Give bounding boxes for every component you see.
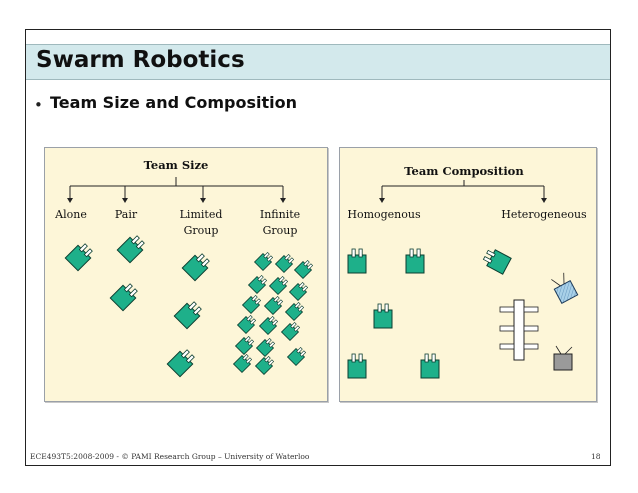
category-alone: Alone <box>55 208 87 221</box>
team-size-heading: Team Size <box>143 158 209 172</box>
robot-icon <box>481 246 512 275</box>
robot-icon <box>294 258 315 279</box>
page-number: 18 <box>591 452 601 461</box>
slide-footer: ECE493T5:2008-2009 - © PAMI Research Gro… <box>30 452 310 461</box>
robot-icon <box>237 313 258 334</box>
bullet-text: Team Size and Composition <box>50 93 298 112</box>
category-limited-line1: Limited <box>179 208 223 221</box>
team-size-arrowheads <box>67 198 286 203</box>
robot-icon <box>181 250 213 282</box>
robot-icon <box>166 346 198 378</box>
robot-icon <box>275 252 296 273</box>
robot-icon <box>116 232 148 264</box>
robot-icon <box>289 280 310 301</box>
category-limited-line2: Group <box>183 224 219 237</box>
team-size-tree-lines <box>69 177 284 200</box>
robot-icon <box>254 250 275 271</box>
team-composition-arrowheads <box>379 198 547 203</box>
team-composition-heading: Team Composition <box>404 164 524 178</box>
robot-icon <box>264 294 285 315</box>
title-bar <box>26 44 610 80</box>
robot-icon <box>248 273 269 294</box>
robot-icon <box>269 274 290 295</box>
category-homogenous: Homogenous <box>347 208 421 221</box>
robot-icon <box>233 352 254 373</box>
robot-icon <box>420 353 440 379</box>
robot-icon <box>285 300 306 321</box>
robot-icon <box>259 314 280 335</box>
robot-icon <box>256 336 277 357</box>
robot-icon <box>287 345 308 366</box>
robot-icon <box>242 293 263 314</box>
robot-icon <box>281 320 302 341</box>
team-composition-tree-lines <box>381 180 545 200</box>
robot-icon <box>109 280 141 312</box>
multi-plug-robot-icon <box>499 299 539 361</box>
slide-title: Swarm Robotics <box>36 47 245 73</box>
robot-icon <box>347 248 367 274</box>
gray-tv-robot-icon <box>553 345 573 371</box>
category-heterogeneous: Heterogeneous <box>501 208 587 221</box>
robot-icon <box>255 354 276 375</box>
category-infinite-line1: Infinite <box>259 208 301 221</box>
bullet-dot: • <box>34 96 43 114</box>
blue-tv-robot-icon <box>551 272 579 304</box>
category-pair: Pair <box>114 208 138 221</box>
robot-icon <box>405 248 425 274</box>
robot-icon <box>373 303 393 329</box>
robot-icon <box>347 353 367 379</box>
category-infinite-line2: Group <box>262 224 298 237</box>
robot-icon <box>64 240 96 272</box>
robot-icon <box>173 298 205 330</box>
robot-icon <box>235 334 256 355</box>
